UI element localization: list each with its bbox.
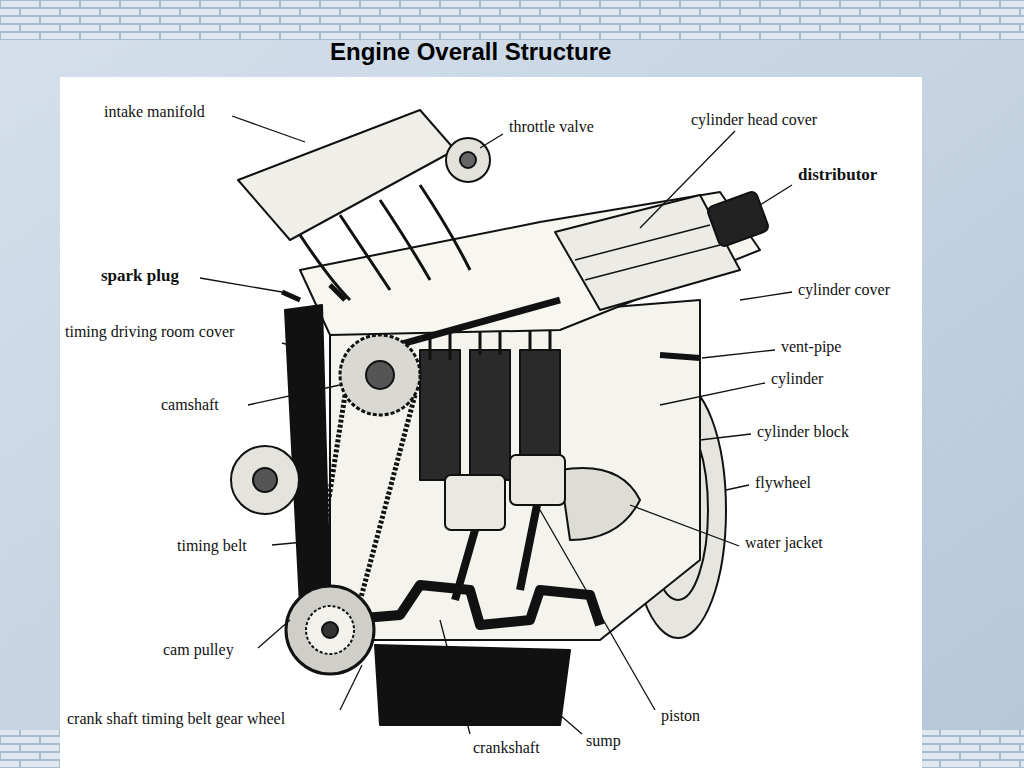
part-label: cylinder: [770, 370, 824, 388]
cam-gear: [366, 361, 394, 389]
leader-lines: [200, 116, 792, 734]
throttle-shape: [460, 152, 476, 168]
part-label: vent-pipe: [780, 338, 842, 356]
runners: [300, 185, 470, 300]
camshaft-shape: [380, 300, 560, 350]
part-label: spark plug: [100, 267, 180, 285]
part-label: water jacket: [744, 534, 824, 552]
throttle-shape: [446, 138, 490, 182]
pulley-shape: [253, 468, 277, 492]
ribs: [575, 225, 720, 280]
part-label: cylinder head cover: [690, 111, 818, 129]
cam-gear: [340, 335, 420, 415]
crank-pulley: [286, 586, 374, 674]
part-label: flywheel: [754, 474, 812, 492]
sump-shape: [375, 645, 570, 725]
spark-plug-shape: [282, 285, 345, 300]
white-panel: [60, 77, 922, 768]
head-shape: [300, 192, 760, 335]
part-label: timing driving room cover: [64, 323, 235, 341]
brick-band: [0, 0, 1024, 40]
pulley-shape: [231, 446, 299, 514]
part-label: crankshaft: [472, 739, 541, 757]
cylinder-shape: [470, 350, 510, 480]
brick-band: [922, 730, 1024, 768]
part-label: throttle valve: [508, 118, 595, 136]
part-label: sump: [585, 732, 622, 750]
crankshaft-shape: [340, 585, 600, 625]
distributor-shape: [706, 190, 769, 247]
water-jacket-shape: [560, 468, 640, 540]
piston-shape: [510, 455, 565, 505]
part-label: piston: [660, 707, 701, 725]
block-shape: [330, 300, 700, 640]
brick-band: [0, 730, 60, 768]
title: Engine Overall Structure: [330, 38, 611, 66]
crank-pulley: [306, 606, 354, 654]
part-label: timing belt: [176, 537, 248, 555]
part-label: cylinder cover: [797, 281, 891, 299]
piston-shape: [445, 475, 505, 530]
part-label: crank shaft timing belt gear wheel: [66, 710, 286, 728]
vent-pipe-shape: [660, 355, 700, 358]
part-label: cam pulley: [162, 641, 235, 659]
cylinder-shape: [420, 350, 460, 480]
timing-cover-shape: [285, 305, 330, 605]
crank-pulley: [322, 622, 338, 638]
part-label: cylinder block: [756, 423, 850, 441]
part-label: camshaft: [160, 396, 220, 414]
part-label: distributor: [797, 166, 878, 184]
part-label: intake manifold: [103, 103, 206, 121]
